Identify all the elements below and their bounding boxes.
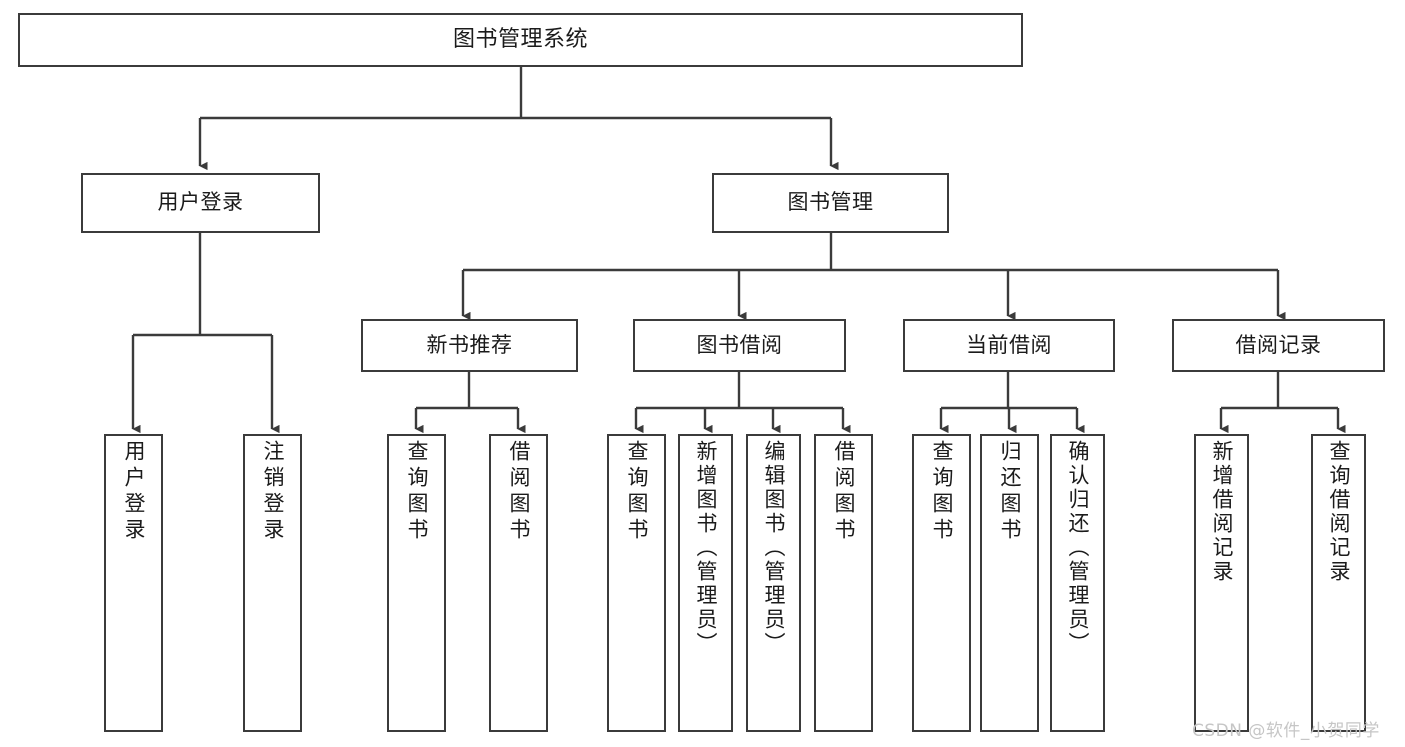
node-leaf-borrow-borrow-book[interactable]: 借阅图书 [814, 434, 873, 732]
node-leaf-label: 用户登录 [122, 440, 146, 544]
node-book-management-label: 图书管理 [787, 190, 874, 215]
node-leaf-label: 借阅图书 [832, 440, 856, 544]
node-book-management[interactable]: 图书管理 [712, 173, 949, 233]
node-new-book-recommend[interactable]: 新书推荐 [361, 319, 578, 372]
node-user-login[interactable]: 用户登录 [81, 173, 320, 233]
node-leaf-current-confirm-return-admin[interactable]: 确认归还（管理员） [1050, 434, 1105, 732]
node-leaf-current-query-book[interactable]: 查询图书 [912, 434, 971, 732]
node-leaf-record-query-record[interactable]: 查询借阅记录 [1311, 434, 1366, 732]
node-leaf-label: 查询图书 [625, 440, 649, 544]
node-borrow-record-label: 借阅记录 [1235, 332, 1322, 357]
node-borrow-record[interactable]: 借阅记录 [1172, 319, 1385, 372]
node-new-book-recommend-label: 新书推荐 [426, 332, 513, 357]
node-leaf-label: 归还图书 [998, 440, 1022, 544]
node-root-label: 图书管理系统 [452, 26, 588, 52]
node-leaf-borrow-edit-book-admin[interactable]: 编辑图书（管理员） [746, 434, 801, 732]
node-leaf-label: 新增借阅记录 [1210, 440, 1234, 584]
node-user-login-label: 用户登录 [157, 190, 244, 215]
node-leaf-user-login-signout[interactable]: 注销登录 [243, 434, 302, 732]
node-leaf-label: 借阅图书 [507, 440, 531, 544]
node-leaf-new-book-query[interactable]: 查询图书 [387, 434, 446, 732]
node-leaf-user-login-signin[interactable]: 用户登录 [104, 434, 163, 732]
node-leaf-borrow-query-book[interactable]: 查询图书 [607, 434, 666, 732]
node-leaf-record-add-record[interactable]: 新增借阅记录 [1194, 434, 1249, 732]
node-leaf-label: 查询图书 [930, 440, 954, 544]
node-leaf-label: 新增图书（管理员） [694, 440, 718, 656]
node-leaf-current-return-book[interactable]: 归还图书 [980, 434, 1039, 732]
node-root-library-system[interactable]: 图书管理系统 [18, 13, 1023, 67]
node-current-borrow[interactable]: 当前借阅 [903, 319, 1115, 372]
node-leaf-label: 查询图书 [405, 440, 429, 544]
node-leaf-new-book-borrow[interactable]: 借阅图书 [489, 434, 548, 732]
node-leaf-label: 注销登录 [261, 440, 285, 544]
node-book-borrow[interactable]: 图书借阅 [633, 319, 846, 372]
node-leaf-borrow-add-book-admin[interactable]: 新增图书（管理员） [678, 434, 733, 732]
node-book-borrow-label: 图书借阅 [696, 332, 783, 357]
node-leaf-label: 查询借阅记录 [1327, 440, 1351, 584]
node-current-borrow-label: 当前借阅 [966, 332, 1052, 357]
node-leaf-label: 确认归还（管理员） [1066, 440, 1090, 656]
node-leaf-label: 编辑图书（管理员） [762, 440, 786, 656]
